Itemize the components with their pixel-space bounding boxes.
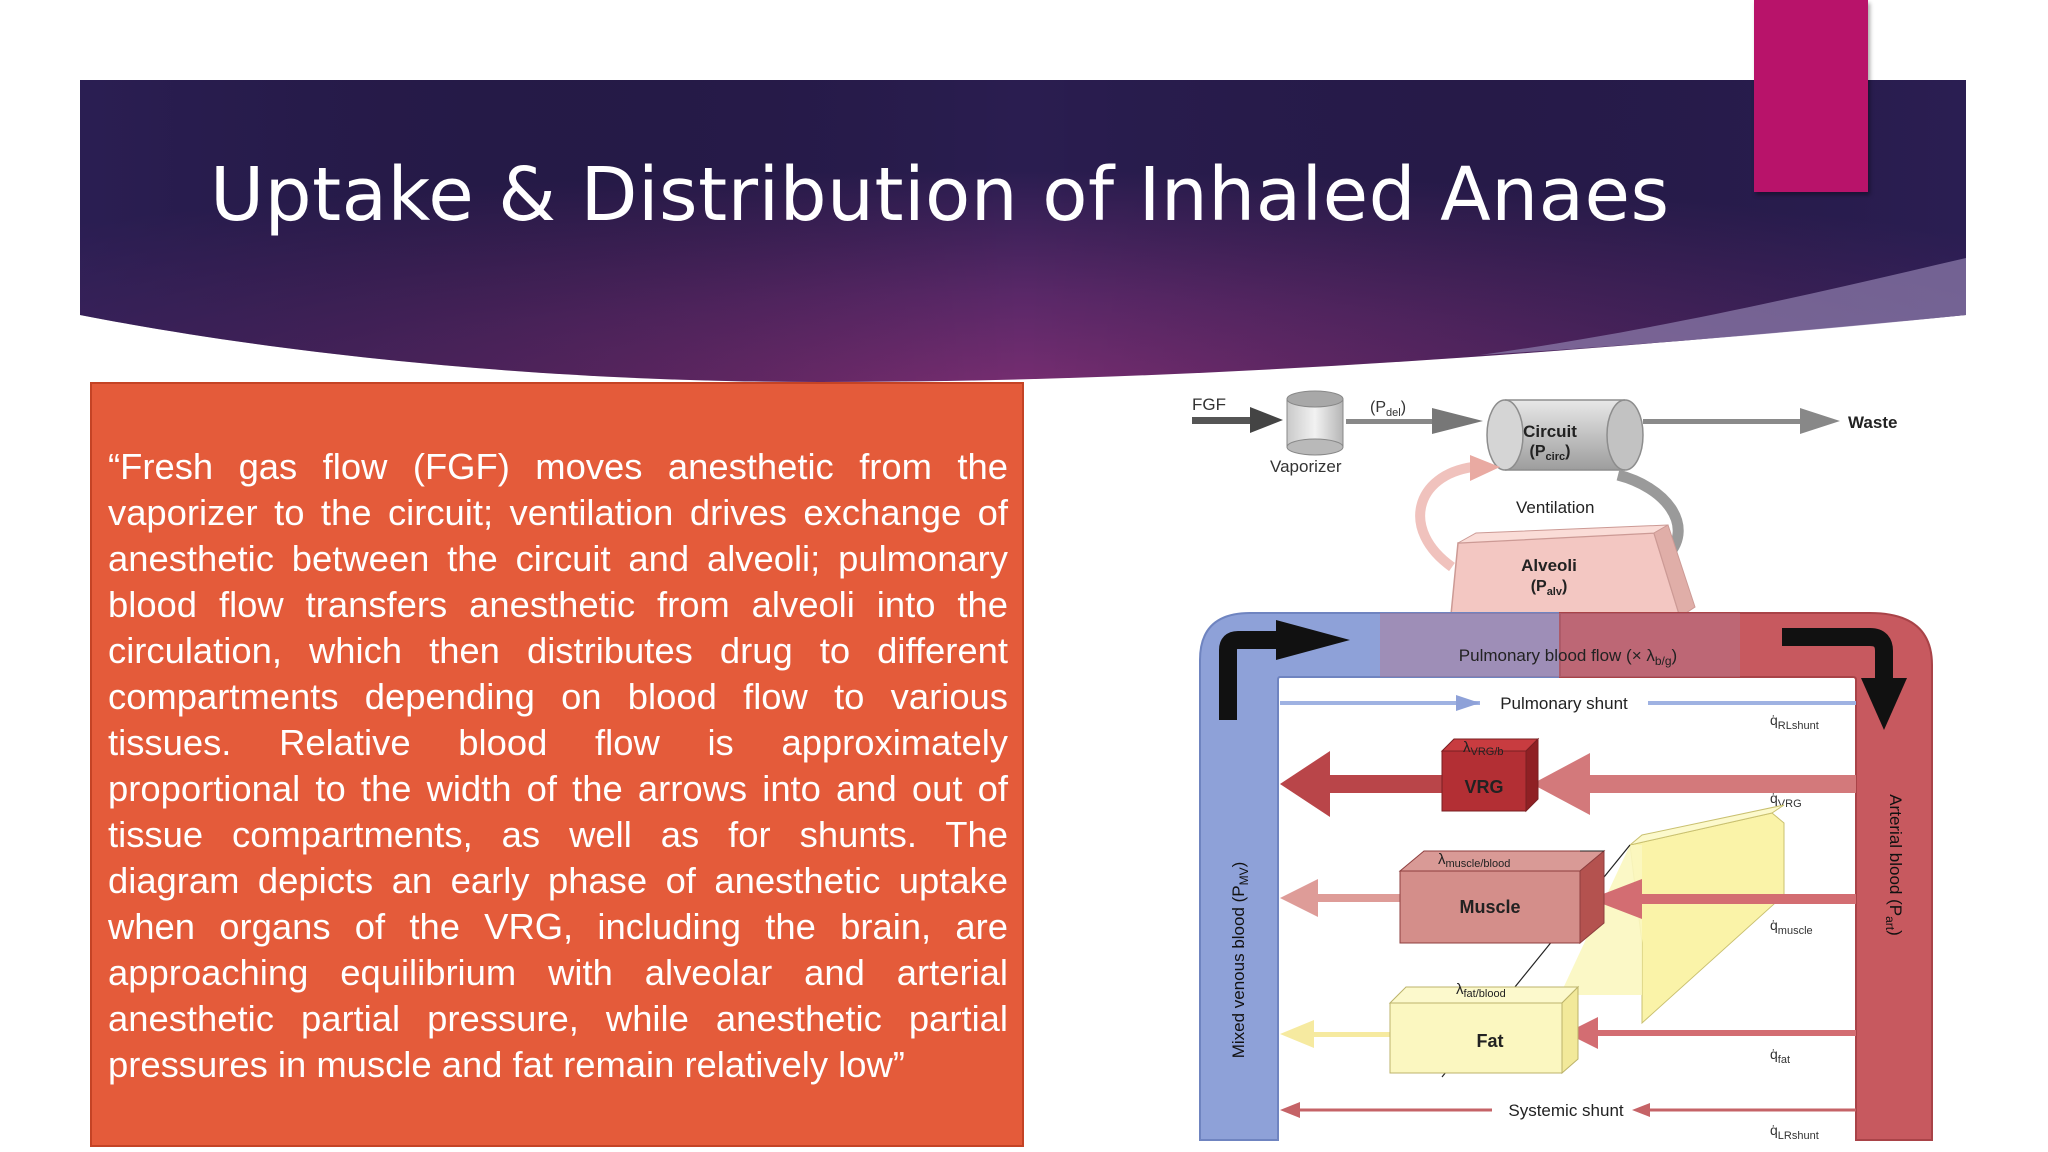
pcirc-label: (Pcirc) bbox=[1530, 443, 1571, 463]
vrg-label: VRG bbox=[1464, 777, 1503, 797]
lambda-vrg-label: λVRG/b bbox=[1463, 739, 1504, 758]
slide-title: Uptake & Distribution of Inhaled Anaes bbox=[210, 152, 1670, 238]
arterial-blood-label: Arterial blood (Part) bbox=[1883, 794, 1905, 936]
systemic-shunt-arrow bbox=[1280, 1102, 1856, 1118]
q-lrshunt-label: q̇LRshunt bbox=[1770, 1122, 1819, 1142]
palv-label: (Palv) bbox=[1531, 578, 1568, 598]
header-band bbox=[80, 80, 1966, 382]
vrg-box bbox=[1440, 737, 1540, 813]
ventilation-label: Ventilation bbox=[1516, 498, 1594, 517]
quote-text: “Fresh gas flow (FGF) moves anesthetic f… bbox=[108, 446, 1008, 1085]
arterial-blood-tube bbox=[1559, 612, 1933, 1141]
lambda-muscle-label: λmuscle/blood bbox=[1438, 851, 1510, 870]
q-rlshunt-label: q̇RLshunt bbox=[1770, 712, 1819, 732]
alveoli-label: Alveoli bbox=[1521, 556, 1577, 575]
q-muscle-label: q̇muscle bbox=[1770, 917, 1813, 937]
circuit-label: Circuit bbox=[1523, 422, 1577, 441]
waste-label: Waste bbox=[1848, 413, 1897, 432]
fgf-arrow bbox=[1192, 407, 1283, 433]
pulmonary-shunt-label: Pulmonary shunt bbox=[1500, 694, 1628, 713]
waste-arrow bbox=[1643, 408, 1840, 434]
pdel-arrow bbox=[1346, 408, 1483, 434]
fat-box bbox=[1388, 985, 1580, 1075]
muscle-label: Muscle bbox=[1459, 897, 1520, 917]
pulmonary-blood-flow-label: Pulmonary blood flow (× λb/g) bbox=[1459, 646, 1677, 668]
fgf-label: FGF bbox=[1192, 395, 1226, 414]
arterial-outflow-arrow bbox=[1782, 628, 1907, 730]
q-vrg-label: q̇VRG bbox=[1770, 790, 1802, 810]
uptake-distribution-diagram: FGF Vaporizer (Pdel) Circuit (Pcirc) bbox=[1192, 390, 1933, 1142]
circuit-cylinder bbox=[1486, 399, 1644, 471]
pdel-label: (Pdel) bbox=[1370, 399, 1406, 419]
venous-return-arrow bbox=[1219, 620, 1350, 720]
alveoli-shape bbox=[1449, 524, 1696, 626]
vaporizer-icon bbox=[1286, 390, 1344, 456]
muscle-arrows bbox=[1280, 879, 1856, 919]
systemic-shunt-label: Systemic shunt bbox=[1508, 1101, 1624, 1120]
accent-tab bbox=[1754, 0, 1868, 192]
vaporizer-label: Vaporizer bbox=[1270, 457, 1342, 476]
q-fat-label: q̇fat bbox=[1770, 1046, 1790, 1066]
vrg-arrows bbox=[1280, 751, 1856, 817]
pulmonary-shunt-arrow bbox=[1280, 695, 1856, 711]
fat-arrows bbox=[1280, 1017, 1856, 1049]
venous-fade bbox=[1380, 613, 1740, 677]
mixed-venous-blood-label: Mixed venous blood (PMV) bbox=[1229, 862, 1251, 1059]
muscle-box bbox=[1398, 849, 1606, 945]
quote-box: “Fresh gas flow (FGF) moves anesthetic f… bbox=[90, 382, 1024, 1147]
fat-label: Fat bbox=[1477, 1031, 1504, 1051]
lambda-fat-label: λfat/blood bbox=[1456, 981, 1506, 1000]
